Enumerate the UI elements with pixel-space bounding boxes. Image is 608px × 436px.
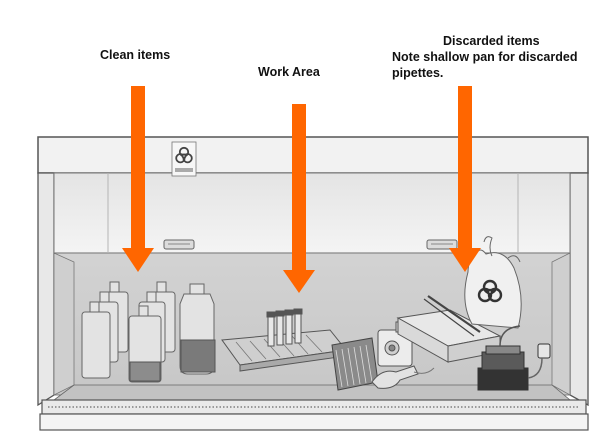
- tube-rack: [221, 308, 347, 372]
- label-discard-note: Note shallow pan for discarded: [392, 50, 578, 64]
- arrow-discarded: [449, 86, 481, 272]
- pipette-rack: [331, 337, 379, 391]
- discard-pan: [396, 295, 502, 363]
- clean-bottles: [81, 281, 216, 383]
- biohazard-icon: [171, 141, 197, 177]
- arrow-clean: [122, 86, 154, 272]
- sash-handle-left: [163, 239, 195, 250]
- arrow-work: [283, 104, 315, 293]
- cabinet-header: [37, 136, 589, 174]
- sash-handle-right: [426, 239, 458, 250]
- label-discard-note-line2: pipettes.: [392, 66, 444, 80]
- label-work-area: Work Area: [258, 65, 320, 79]
- label-clean-items: Clean items: [100, 48, 171, 62]
- biohazard-icon: [477, 279, 503, 303]
- vacuum-pump: [477, 325, 551, 391]
- label-discarded-items: Discarded items: [443, 34, 540, 48]
